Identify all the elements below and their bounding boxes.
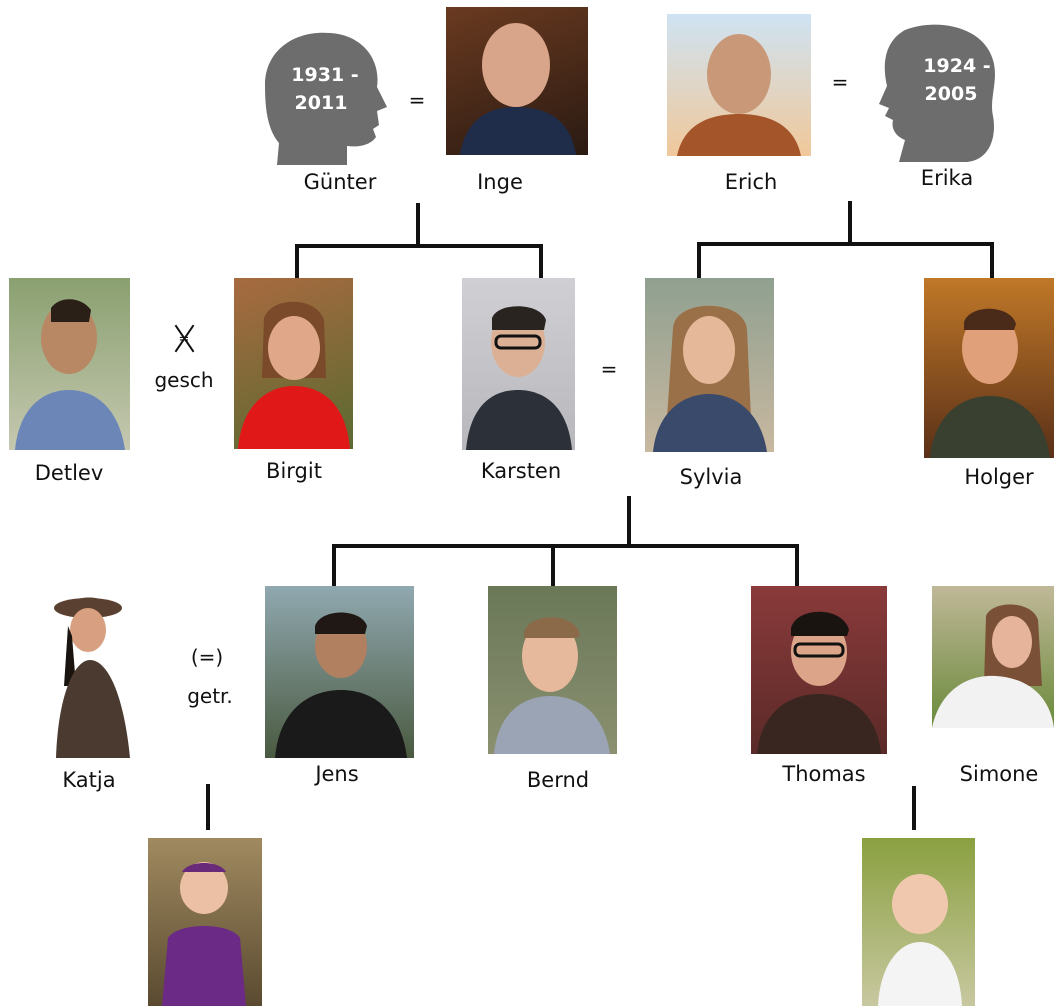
- portrait-icon: [653, 305, 767, 452]
- portrait-icon: [162, 862, 246, 1006]
- guenter-silhouette: 1931 - 2011: [255, 25, 390, 165]
- name-katja: Katja: [62, 768, 116, 792]
- head-silhouette-icon: [879, 24, 995, 162]
- holger-photo: [924, 278, 1054, 458]
- name-jens: Jens: [315, 762, 359, 786]
- name-birgit: Birgit: [266, 459, 322, 483]
- portrait-icon: [15, 299, 125, 450]
- marriage-symbol-karsten-sylvia: =: [600, 357, 618, 381]
- name-thomas: Thomas: [782, 762, 866, 786]
- erich-photo: [667, 14, 811, 156]
- divorce-symbol: =: [178, 332, 190, 347]
- erika-silhouette: 1924 - 2005: [865, 20, 1005, 162]
- name-simone: Simone: [959, 762, 1039, 786]
- detlev-photo: [9, 278, 130, 450]
- name-erika: Erika: [920, 166, 974, 190]
- name-bernd: Bernd: [526, 768, 590, 792]
- birgit-photo: [234, 278, 353, 449]
- karsten-photo: [462, 278, 575, 450]
- separated-label: getr.: [187, 684, 233, 708]
- portrait-icon: [932, 604, 1054, 728]
- portrait-icon: [54, 597, 130, 758]
- inge-photo: [446, 7, 588, 155]
- portrait-icon: [460, 23, 576, 155]
- name-guenter: Günter: [303, 170, 377, 194]
- portrait-icon: [238, 301, 350, 449]
- guenter-years-start: 1931 -: [291, 64, 359, 86]
- portrait-icon: [494, 617, 610, 754]
- portrait-icon: [878, 874, 962, 1006]
- erika-years-start: 1924 -: [923, 55, 991, 77]
- portrait-icon: [677, 34, 801, 156]
- divorce-cross-b: [174, 324, 195, 353]
- name-inge: Inge: [477, 170, 523, 194]
- katja-photo: [32, 586, 154, 758]
- name-sylvia: Sylvia: [679, 465, 743, 489]
- sylvia-photo: [645, 278, 774, 452]
- bernd-photo: [488, 586, 617, 754]
- head-silhouette-icon: [265, 32, 387, 165]
- marriage-symbol-guenter-inge: =: [408, 88, 426, 112]
- guenter-years-end: 2011: [294, 92, 348, 114]
- katja-jens-child-photo: [148, 838, 262, 1006]
- separated-symbol: (=): [190, 645, 224, 669]
- portrait-icon: [275, 612, 407, 758]
- simone-photo: [932, 586, 1054, 728]
- portrait-icon: [930, 308, 1050, 458]
- name-karsten: Karsten: [480, 459, 562, 483]
- portrait-icon: [757, 611, 881, 754]
- jens-photo: [265, 586, 414, 758]
- name-holger: Holger: [964, 465, 1034, 489]
- thomas-simone-child-photo: [862, 838, 975, 1006]
- portrait-icon: [466, 306, 572, 450]
- erika-years-end: 2005: [924, 83, 978, 105]
- name-detlev: Detlev: [34, 461, 104, 485]
- thomas-photo: [751, 586, 887, 754]
- divorce-label: gesch: [154, 368, 214, 392]
- marriage-symbol-erich-erika: =: [831, 70, 849, 94]
- name-erich: Erich: [724, 170, 778, 194]
